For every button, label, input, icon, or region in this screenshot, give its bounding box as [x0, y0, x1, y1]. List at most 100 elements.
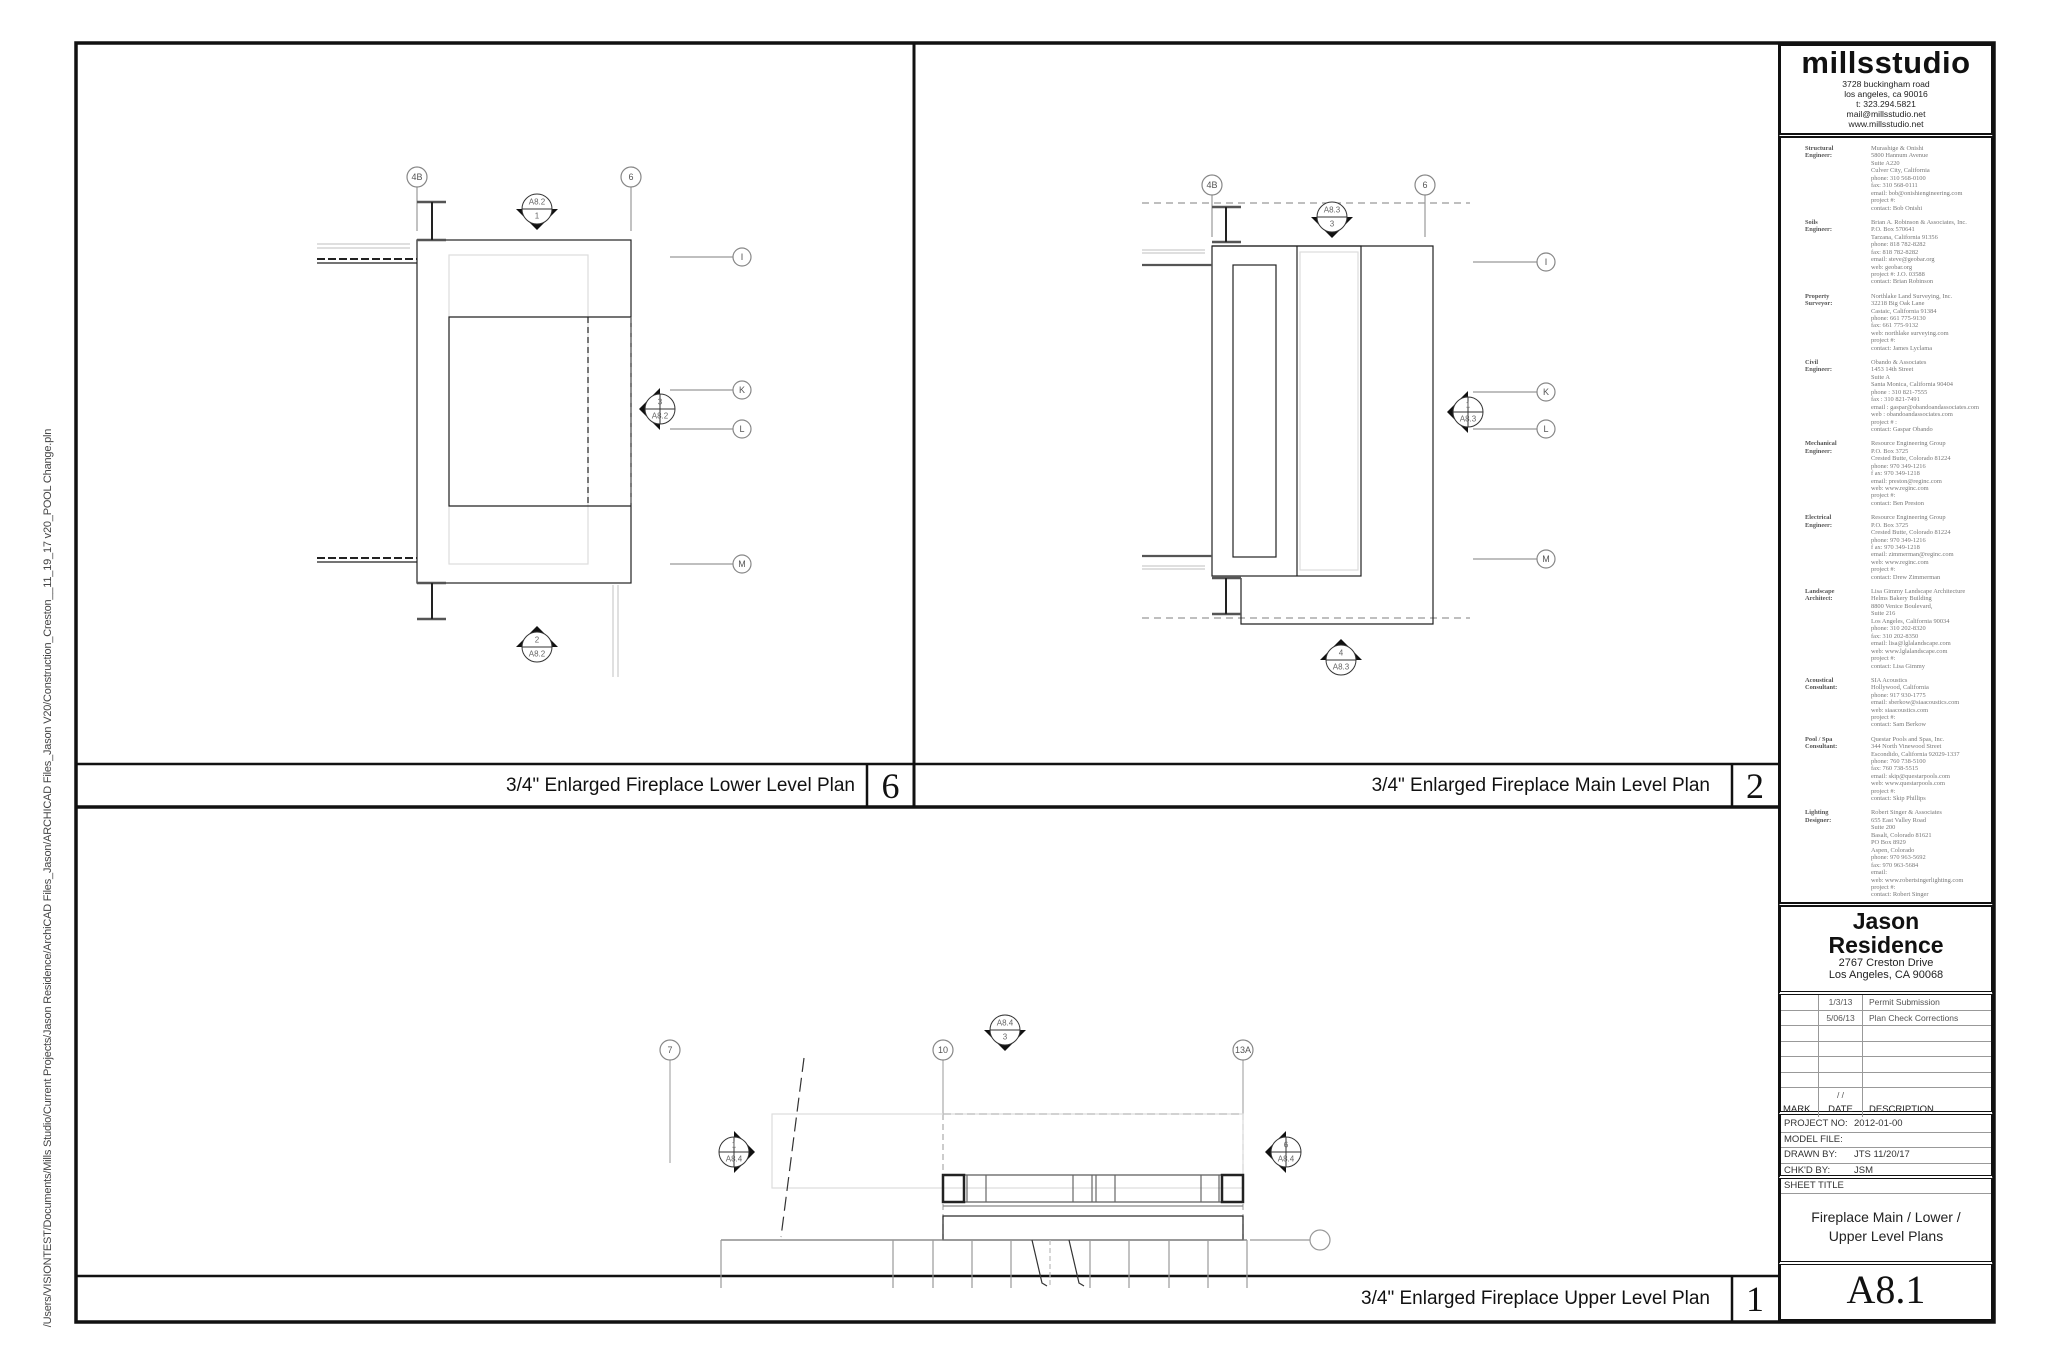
consultant-detail: email: sberkow@siaacoustics.com: [1871, 699, 1960, 707]
section-marker[interactable]: A8.2 1: [515, 193, 559, 231]
svg-text:3: 3: [1003, 1033, 1008, 1042]
consultant-detail: contact: Ben Preston: [1871, 499, 1924, 507]
consultant-role: Civil Engineer:: [1805, 359, 1832, 374]
drawing-number: 2: [1746, 766, 1764, 806]
grid-label: 7: [667, 1045, 672, 1055]
grid-label: 6: [628, 172, 633, 182]
consultant-detail: fax : 310 821-7491: [1871, 396, 1920, 404]
consultant-detail: Aspen, Colorado: [1871, 846, 1915, 854]
grid-label: 6: [1422, 180, 1427, 190]
consultant-detail: Resource Engineering Group: [1871, 440, 1946, 448]
consultant-detail: project #:: [1871, 337, 1896, 345]
revision-description: [1863, 1026, 1869, 1041]
consultant-detail: contact: James Lyclama: [1871, 344, 1933, 352]
revision-description: [1863, 1088, 1869, 1103]
svg-text:A8.2: A8.2: [529, 650, 546, 659]
revision-mark: [1781, 1041, 1819, 1056]
revision-date: / /: [1819, 1088, 1863, 1103]
consultant-detail: Culver City, California: [1871, 167, 1930, 175]
consultant-detail: email: bob@onishiengineering.com: [1871, 189, 1963, 197]
revision-mark: [1781, 995, 1819, 1010]
sheet-title: Fireplace Main / Lower / Upper Level Pla…: [1811, 1209, 1961, 1244]
section-marker[interactable]: 2 A8.2: [515, 625, 559, 663]
revision-description: [1863, 1042, 1869, 1057]
consultant-detail: 344 North Vinewood Street: [1871, 743, 1942, 751]
section-marker[interactable]: 4 A8.3: [1319, 638, 1363, 676]
section-marker[interactable]: 1 A8.4: [718, 1130, 756, 1174]
consultant-role: Landscape Architect:: [1805, 587, 1835, 603]
consultant-detail: web: www.lglalandscape.com: [1871, 647, 1948, 655]
section-marker[interactable]: A8.4 3: [983, 1014, 1027, 1052]
consultant-detail: Tarzana, California 91356: [1871, 233, 1938, 241]
section-marker[interactable]: 6 A8.4: [1264, 1130, 1302, 1174]
consultant-entry: Property Surveyor:Northlake Land Surveyi…: [1781, 293, 1989, 353]
grid-label: I: [1545, 257, 1548, 267]
section-marker[interactable]: 3 A8.2: [638, 387, 676, 431]
revision-description: Plan Check Corrections: [1869, 1012, 1959, 1023]
project-info-value: JTS 11/20/17: [1854, 1149, 1910, 1160]
consultant-detail: contact: Brian Robinson: [1871, 278, 1934, 286]
consultant-detail: P.O. Box 3725: [1871, 447, 1909, 455]
section-marker[interactable]: A8.3 3: [1310, 201, 1354, 239]
revisions-header: MARK DATE DESCRIPTION: [1781, 1102, 1991, 1117]
consultant-detail: project #:: [1871, 787, 1896, 795]
project-info-label: DRAWN BY:: [1784, 1149, 1837, 1160]
consultant-detail: 1453 14th Street: [1871, 366, 1914, 374]
firm-website: www.millsstudio.net: [1848, 119, 1924, 129]
consultant-detail: Hollywood, California: [1871, 684, 1929, 692]
consultant-detail: Suite 200: [1871, 824, 1896, 832]
consultant-detail: web: www.reginc.com: [1871, 558, 1929, 566]
consultant-detail: 5800 Hannum Avenue: [1871, 152, 1929, 160]
consultant-role: Soils Engineer:: [1805, 218, 1832, 234]
svg-text:A8.2: A8.2: [529, 198, 546, 207]
revision-date: [1819, 1041, 1863, 1056]
consultant-detail: 32218 Big Oak Lane: [1871, 300, 1925, 308]
project-info-row: PROJECT NO:2012-01-00: [1781, 1117, 1991, 1133]
consultant-detail: contact: Sam Berkow: [1871, 721, 1927, 729]
consultant-detail: P.O. Box 3725: [1871, 521, 1909, 529]
svg-text:A8.4: A8.4: [997, 1019, 1014, 1028]
consultant-detail: contact: Robert Singer: [1871, 891, 1929, 899]
revision-date: 1/3/13: [1819, 995, 1863, 1010]
grid-label: K: [1543, 387, 1549, 397]
grid-label: M: [1542, 554, 1550, 564]
sheet-number-block: A8.1: [1778, 1265, 1994, 1322]
firm-city: los angeles, ca 90016: [1844, 89, 1928, 99]
consultant-detail: phone: 661 775-9130: [1871, 315, 1926, 323]
consultant-entry: Lighting Designer:Robert Singer & Associ…: [1781, 809, 1989, 898]
plan-lower-level: [317, 166, 752, 677]
consultant-detail: email: zimmerman@reginc.com: [1871, 551, 1954, 559]
consultant-detail: web : obandoandassociates.com: [1871, 411, 1953, 419]
sheet-number: A8.1: [1846, 1267, 1926, 1312]
consultant-detail: Lisa Gimmy Landscape Architecture: [1871, 587, 1966, 595]
grid-label: I: [741, 252, 744, 262]
section-marker[interactable]: 1 A8.3: [1446, 390, 1484, 434]
consultant-detail: Santa Monica, California 90404: [1871, 381, 1953, 389]
consultant-detail: email: preston@reginc.com: [1871, 477, 1942, 485]
svg-text:3: 3: [658, 398, 663, 407]
revision-date: [1819, 1057, 1863, 1072]
sheet-title-block: SHEET TITLE Fireplace Main / Lower / Upp…: [1778, 1179, 1994, 1265]
project-name-block: Jason Residence 2767 Creston Drive Los A…: [1778, 907, 1994, 995]
firm-phone: t: 323.294.5821: [1856, 99, 1916, 109]
consultant-detail: fax: 970 963-5684: [1871, 861, 1919, 869]
consultant-detail: project # :: [1871, 418, 1897, 426]
consultant-detail: email: steve@geobar.org: [1871, 256, 1935, 264]
consultant-detail: Murashige & Onishi: [1871, 145, 1924, 152]
consultant-detail: 8800 Venice Boulevard,: [1871, 602, 1933, 610]
sheet-border: [74, 41, 1996, 1324]
revision-date: [1819, 1026, 1863, 1041]
grid-label: M: [738, 559, 746, 569]
project-name: Jason: [1852, 908, 1920, 934]
consultant-detail: Suite A: [1871, 373, 1890, 381]
firm-email: mail@millsstudio.net: [1846, 109, 1926, 119]
consultant-entry: Landscape Architect: Lisa Gimmy Landscape…: [1781, 588, 1989, 670]
consultant-detail: PO Box 8929: [1871, 839, 1906, 847]
sheet-title-label: SHEET TITLE: [1781, 1179, 1991, 1194]
consultant-detail: Brian A. Robinson & Associates, Inc.: [1871, 218, 1967, 226]
plan-upper-level: [659, 1039, 1331, 1288]
consultant-detail: Castaic, California 91384: [1871, 307, 1937, 315]
grid-label: 4B: [411, 172, 422, 182]
consultant-detail: fax: 310 202-8350: [1871, 632, 1919, 640]
